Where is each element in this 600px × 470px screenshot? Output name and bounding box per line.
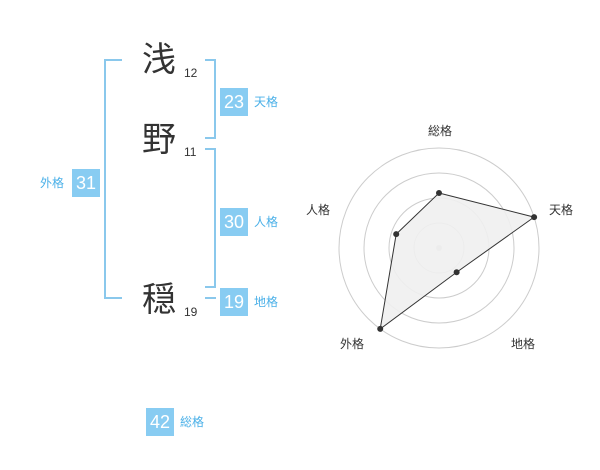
name-char-1: 浅: [142, 40, 176, 80]
name-char-1-strokes: 12: [184, 66, 198, 80]
gaikaku-label: 外格: [40, 176, 65, 190]
radar-ring-4: [338, 147, 540, 349]
chikaku-bracket: [205, 297, 216, 317]
tenkaku-value: 23: [220, 88, 248, 116]
gaikaku-bracket: [104, 59, 122, 299]
radar-label-chikaku: 地格: [511, 337, 536, 351]
radar-point-4: [377, 325, 384, 332]
jinkaku-label: 人格: [254, 215, 279, 229]
radar-ring-3: [363, 172, 515, 324]
chikaku-value: 19: [220, 288, 248, 316]
radar-point-1: [436, 190, 442, 196]
chikaku-label: 地格: [254, 295, 279, 309]
radar-label-gaikaku: 外格: [340, 337, 365, 351]
radar-point-2: [531, 214, 538, 221]
name-char-3: 穏: [142, 280, 176, 320]
radar-polygon: [379, 192, 536, 331]
gaikaku-value: 31: [72, 169, 100, 197]
soukaku-label: 総格: [180, 415, 205, 429]
radar-label-jinkaku: 人格: [306, 203, 331, 217]
jinkaku-value: 30: [220, 208, 248, 236]
soukaku-value: 42: [146, 408, 174, 436]
name-char-3-strokes: 19: [184, 305, 198, 319]
radar-label-soukaku: 総格: [428, 124, 453, 138]
name-char-2: 野: [142, 120, 176, 160]
radar-label-tenkaku: 天格: [549, 203, 574, 217]
jinkaku-bracket: [205, 148, 216, 288]
tenkaku-label: 天格: [254, 95, 279, 109]
radar-point-3: [453, 269, 460, 276]
tenkaku-bracket: [205, 59, 216, 139]
name-char-2-strokes: 11: [184, 145, 197, 159]
radar-point-5: [393, 231, 400, 238]
